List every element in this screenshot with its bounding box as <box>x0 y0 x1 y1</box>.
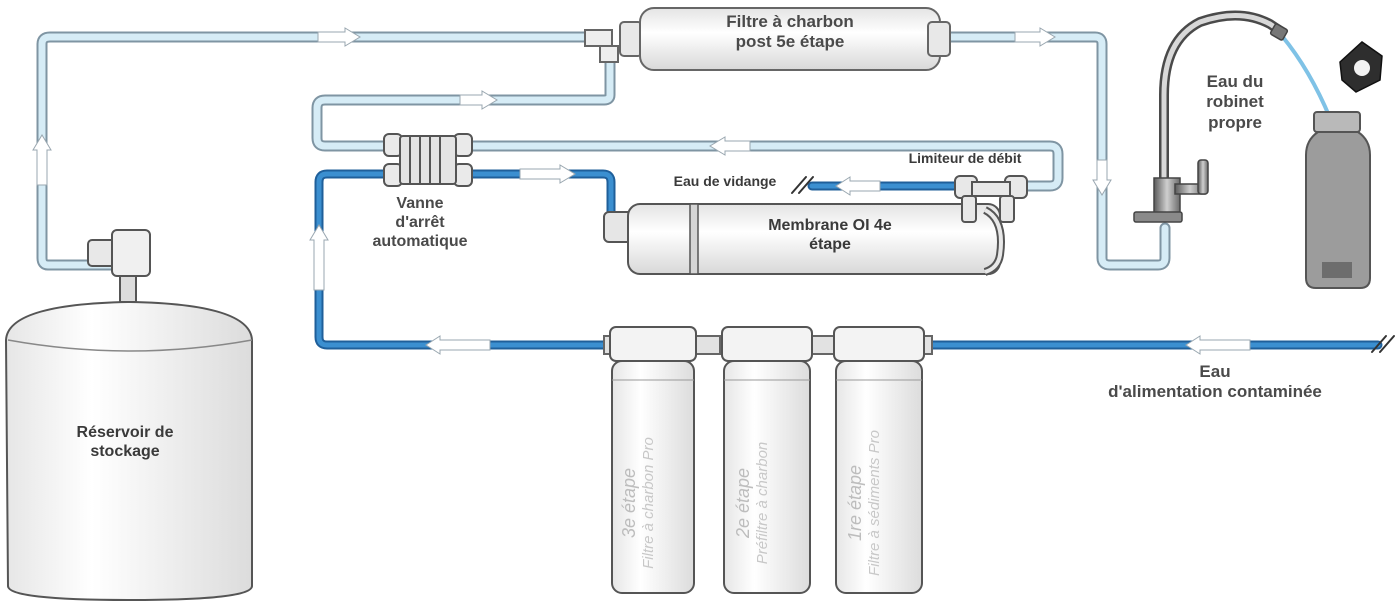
cartridge-stage-1: 1re étape Filtre à sédiments Pro <box>845 403 905 603</box>
storage-tank-label-line-1: Réservoir de <box>76 424 174 441</box>
cartridge-stage-1-number: 1re étape <box>845 464 865 542</box>
shutoff-valve-body <box>383 133 473 187</box>
feed-water-label: Eau d'alimentation contaminée <box>1070 362 1360 403</box>
tap-water-label-line-1: Eau du <box>1206 72 1264 91</box>
flow-limiter-body <box>954 175 1028 223</box>
ro-membrane-label: Membrane OI 4e étape <box>738 216 922 254</box>
ro-membrane-housing <box>603 203 1005 276</box>
shutoff-valve-label: Vanne d'arrêt automatique <box>350 194 490 252</box>
post-carbon-filter-label-line-1: Filtre à charbon <box>726 12 854 31</box>
cartridge-stage-3-number: 3e étape <box>619 467 639 539</box>
shutoff-valve-label-line-3: automatique <box>372 233 468 251</box>
post-carbon-filter <box>584 7 951 71</box>
tap-water-label: Eau du robinet propre <box>1180 72 1290 133</box>
ro-membrane-label-line-1: Membrane OI 4e <box>768 217 892 234</box>
flow-limiter-label: Limiteur de débit <box>908 150 1022 166</box>
storage-tank-body <box>4 229 253 602</box>
shutoff-valve-label-line-2: d'arrêt <box>395 214 445 232</box>
cartridge-stage-2: 2e étape Préfiltre à charbon <box>733 403 793 603</box>
shutoff-valve-label-line-1: Vanne <box>396 195 444 212</box>
drain-water-label: Eau de vidange <box>673 173 777 189</box>
faucet-body <box>1133 10 1289 223</box>
feed-water-label-line-2: d'alimentation contaminée <box>1108 382 1322 402</box>
post-carbon-filter-label: Filtre à charbon post 5e étape <box>690 12 890 53</box>
cartridge-stage-2-number: 2e étape <box>733 467 753 539</box>
tap-water-label-line-2: robinet <box>1206 92 1264 112</box>
post-carbon-filter-label-line-2: post 5e étape <box>735 32 845 52</box>
storage-tank-label: Réservoir de stockage <box>50 423 200 461</box>
cartridge-stage-3-name: Filtre à charbon Pro <box>640 437 657 569</box>
water-bottle <box>1305 41 1383 289</box>
prefilter-housings <box>603 326 933 594</box>
cartridge-stage-3: 3e étape Filtre à charbon Pro <box>619 403 679 603</box>
tap-water-label-line-3: propre <box>1208 112 1262 132</box>
feed-water-label-line-1: Eau <box>1199 362 1231 381</box>
cartridge-stage-2-name: Préfiltre à charbon <box>754 441 771 565</box>
cartridge-stage-1-name: Filtre à sédiments Pro <box>866 430 883 576</box>
storage-tank-label-line-2: stockage <box>90 443 160 461</box>
ro-membrane-label-line-2: étape <box>809 236 851 254</box>
flow-arrows <box>32 27 1251 355</box>
